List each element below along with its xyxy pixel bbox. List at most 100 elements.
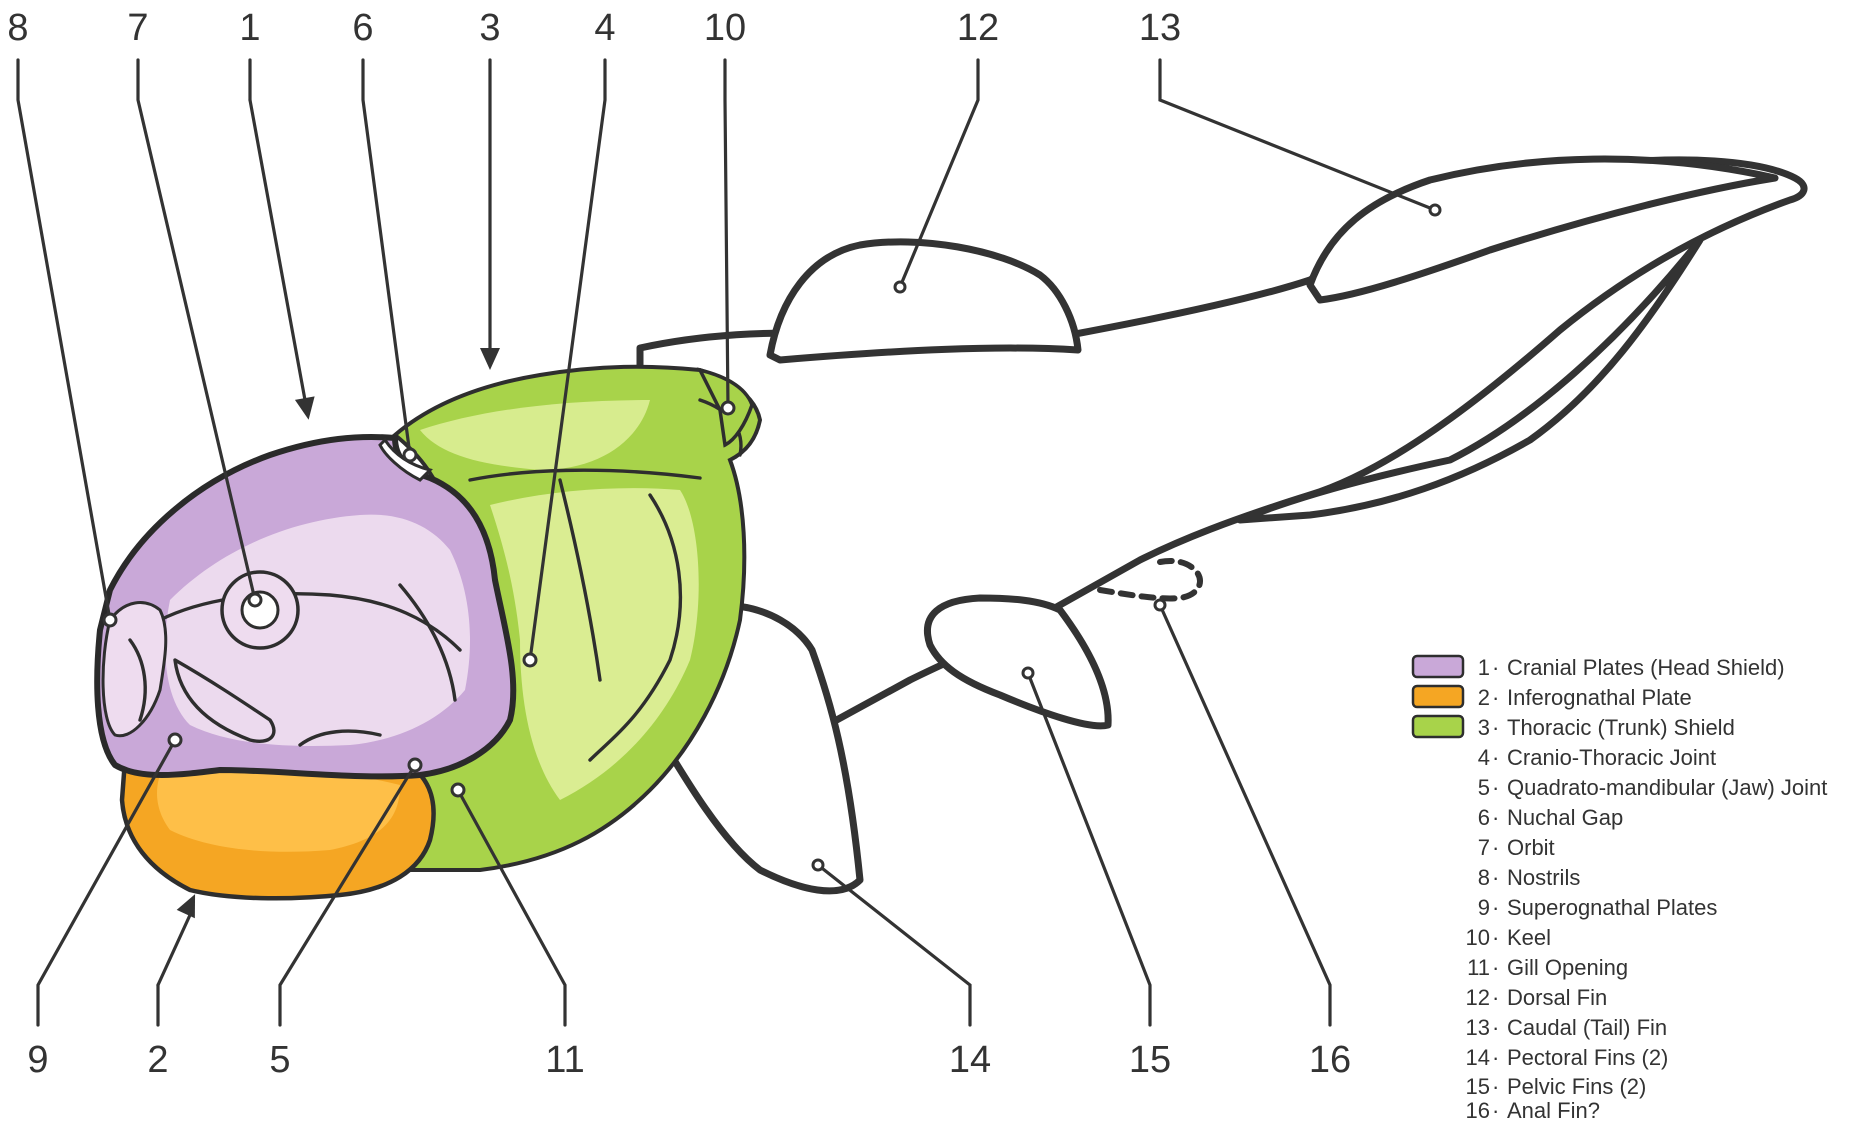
callout-3: 3 — [479, 7, 500, 49]
legend-item: 12 · Dorsal Fin — [1466, 985, 1608, 1010]
callout-dot — [169, 734, 181, 746]
callout-1: 1 — [239, 7, 260, 49]
legend-separator: · — [1492, 775, 1499, 800]
legend-number: 3 — [1478, 715, 1490, 740]
legend-number: 8 — [1478, 865, 1490, 890]
legend-separator: · — [1492, 955, 1499, 980]
legend-item: 4 · Cranio-Thoracic Joint — [1478, 745, 1716, 770]
legend-number: 9 — [1478, 895, 1490, 920]
pelvic-fin — [927, 598, 1108, 726]
legend-label: Pelvic Fins (2) — [1507, 1074, 1646, 1099]
legend-swatch-thoracic — [1413, 716, 1463, 737]
legend-separator: · — [1492, 895, 1499, 920]
arrow-head-icon — [480, 348, 500, 370]
arrow-head-icon — [295, 396, 319, 421]
callout-dot — [895, 282, 905, 292]
callout-8: 8 — [7, 7, 28, 49]
legend-item: 9 · Superognathal Plates — [1478, 895, 1718, 920]
legend-item: 6 · Nuchal Gap — [1478, 805, 1623, 830]
legend-number: 6 — [1478, 805, 1490, 830]
callout-dot — [1430, 205, 1440, 215]
legend-separator: · — [1492, 835, 1499, 860]
callout-5: 5 — [269, 1039, 290, 1081]
legend-label: Cranio-Thoracic Joint — [1507, 745, 1716, 770]
legend-label: Quadrato-mandibular (Jaw) Joint — [1507, 775, 1827, 800]
legend-separator: · — [1492, 985, 1499, 1010]
callout-dot — [1023, 668, 1033, 678]
legend-number: 4 — [1478, 745, 1490, 770]
legend-separator: · — [1492, 685, 1499, 710]
callout-15: 15 — [1129, 1039, 1171, 1081]
callout-dot — [813, 860, 823, 870]
dorsal-fin — [770, 242, 1078, 360]
callout-dot — [404, 449, 416, 461]
legend-item: 11 · Gill Opening — [1467, 955, 1628, 980]
callout-4: 4 — [594, 7, 615, 49]
legend-separator: · — [1492, 655, 1499, 680]
callout-9: 9 — [27, 1039, 48, 1081]
legend-item: 15 · Pelvic Fins (2) — [1466, 1074, 1647, 1099]
legend-item: 1 · Cranial Plates (Head Shield) — [1478, 655, 1785, 680]
legend-number: 2 — [1478, 685, 1490, 710]
callout-dot — [1155, 600, 1165, 610]
legend-separator: · — [1492, 1045, 1499, 1070]
legend-item: 14 · Pectoral Fins (2) — [1466, 1045, 1669, 1070]
legend-item: 10 · Keel — [1466, 925, 1552, 950]
legend-swatch-cranial — [1413, 656, 1463, 677]
callout-11: 11 — [545, 1039, 584, 1081]
legend-label: Orbit — [1507, 835, 1555, 860]
legend-item: 16 · Anal Fin? — [1466, 1098, 1600, 1121]
callout-dot — [524, 654, 536, 666]
legend-number: 16 — [1466, 1098, 1490, 1121]
legend-label: Nuchal Gap — [1507, 805, 1623, 830]
callout-dot — [409, 759, 421, 771]
legend-number: 7 — [1478, 835, 1490, 860]
callout-12: 12 — [957, 7, 999, 49]
legend-number: 1 — [1478, 655, 1490, 680]
legend-item: 5 · Quadrato-mandibular (Jaw) Joint — [1478, 775, 1828, 800]
legend-item: 8 · Nostrils — [1478, 865, 1581, 890]
legend-separator: · — [1492, 715, 1499, 740]
legend-number: 15 — [1466, 1074, 1490, 1099]
callout-dot — [452, 784, 464, 796]
legend-separator: · — [1492, 1098, 1499, 1121]
legend-separator: · — [1492, 1015, 1499, 1040]
legend-swatch-inferognathal — [1413, 686, 1463, 707]
cranial-plates — [97, 437, 513, 776]
legend-item: 2 · Inferognathal Plate — [1478, 685, 1692, 710]
callout-2: 2 — [147, 1039, 168, 1081]
legend-label: Caudal (Tail) Fin — [1507, 1015, 1667, 1040]
legend-separator: · — [1492, 1074, 1499, 1099]
callout-10: 10 — [704, 7, 746, 49]
legend-label: Pectoral Fins (2) — [1507, 1045, 1668, 1070]
legend-label: Superognathal Plates — [1507, 895, 1717, 920]
legend-separator: · — [1492, 865, 1499, 890]
legend-label: Thoracic (Trunk) Shield — [1507, 715, 1735, 740]
legend-separator: · — [1492, 925, 1499, 950]
legend-label: Nostrils — [1507, 865, 1580, 890]
callout-7: 7 — [127, 7, 148, 49]
legend-item: 7 · Orbit — [1478, 835, 1555, 860]
legend-number: 11 — [1467, 955, 1490, 980]
callout-dot — [104, 614, 116, 626]
callout-dot — [722, 402, 734, 414]
legend-number: 14 — [1466, 1045, 1490, 1070]
legend-item: 3 · Thoracic (Trunk) Shield — [1478, 715, 1735, 740]
callout-13: 13 — [1139, 7, 1181, 49]
legend-label: Anal Fin? — [1507, 1098, 1600, 1121]
legend-item: 13 · Caudal (Tail) Fin — [1466, 1015, 1668, 1040]
legend: 1 · Cranial Plates (Head Shield) 2 · Inf… — [1413, 655, 1827, 1121]
callout-6: 6 — [352, 7, 373, 49]
legend-label: Keel — [1507, 925, 1551, 950]
legend-label: Inferognathal Plate — [1507, 685, 1692, 710]
legend-label: Dorsal Fin — [1507, 985, 1607, 1010]
legend-label: Cranial Plates (Head Shield) — [1507, 655, 1785, 680]
legend-separator: · — [1492, 805, 1499, 830]
legend-number: 13 — [1466, 1015, 1490, 1040]
legend-number: 5 — [1478, 775, 1490, 800]
legend-number: 10 — [1466, 925, 1490, 950]
legend-separator: · — [1492, 745, 1499, 770]
legend-number: 12 — [1466, 985, 1490, 1010]
legend-label: Gill Opening — [1507, 955, 1628, 980]
